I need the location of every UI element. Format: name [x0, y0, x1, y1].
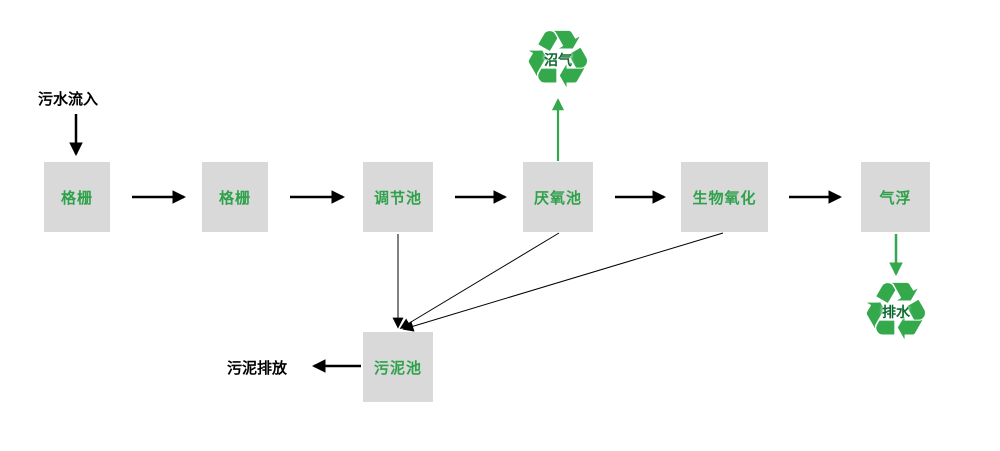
- process-box-grid-2: 格栅: [202, 162, 268, 232]
- process-box-bio-oxidation-label: 生物氧化: [692, 188, 757, 207]
- sludge-line-from-anaerobic: [399, 232, 560, 329]
- biogas-recycle-icon: ♻ 沼气: [516, 18, 600, 102]
- process-box-grid-2-label: 格栅: [218, 188, 251, 207]
- drainage-recycle-icon: ♻ 排水: [854, 270, 938, 354]
- process-box-anaerobic-tank-label: 厌氧池: [533, 188, 582, 207]
- process-box-bio-oxidation: 生物氧化: [681, 162, 768, 232]
- process-box-air-flotation: 气浮: [861, 162, 930, 232]
- recycle-icon: ♻: [860, 265, 932, 358]
- process-box-grid-1-label: 格栅: [60, 188, 93, 207]
- drainage-label: 排水: [882, 305, 910, 321]
- biogas-label: 沼气: [544, 53, 572, 69]
- process-box-sludge-tank-label: 污泥池: [373, 358, 422, 377]
- recycle-icon: ♻: [522, 13, 594, 106]
- process-box-regulating-tank: 调节池: [363, 162, 433, 232]
- process-box-sludge-tank: 污泥池: [363, 332, 433, 402]
- process-box-air-flotation-label: 气浮: [879, 188, 912, 207]
- process-box-regulating-tank-label: 调节池: [373, 188, 422, 207]
- sludge-line-from-biooxidation: [402, 232, 724, 332]
- process-box-anaerobic-tank: 厌氧池: [523, 162, 593, 232]
- process-box-grid-1: 格栅: [44, 162, 110, 232]
- sludge-discharge-label: 污泥排放: [227, 359, 288, 377]
- inflow-label: 污水流入: [38, 90, 99, 108]
